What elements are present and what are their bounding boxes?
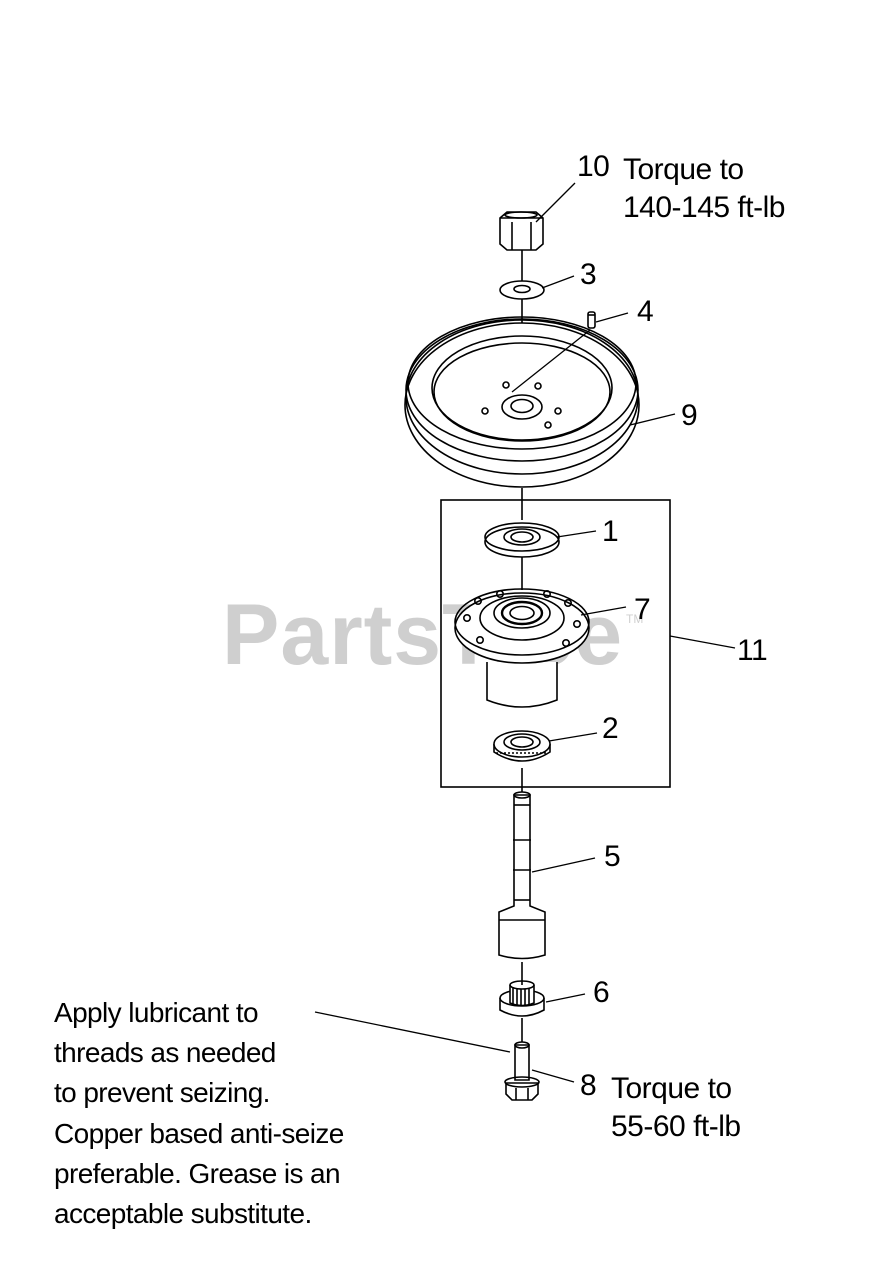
lubricant-note-line: acceptable substitute. [54, 1198, 312, 1229]
housing-part-7 [454, 588, 590, 708]
leader-lines [314, 182, 736, 1083]
spindle-shaft-part-5 [498, 791, 546, 960]
callout-7: 7 [634, 593, 651, 626]
torque-note-item-10: Torque to 140-145 ft-lb [623, 151, 785, 226]
torque-note-line: 55-60 ft-lb [611, 1109, 741, 1143]
callout-6: 6 [593, 976, 610, 1009]
assembly-box-part-11 [440, 499, 671, 788]
torque-note-line: Torque to [623, 153, 744, 186]
torque-note-line: 140-145 ft-lb [623, 190, 785, 224]
hex-nut-part-10 [499, 211, 544, 251]
pulley-part-9 [404, 316, 640, 488]
callout-2: 2 [602, 712, 619, 745]
callout-3: 3 [580, 258, 597, 291]
lubricant-note-line: Apply lubricant to [54, 997, 259, 1028]
torque-note-line: Torque to [611, 1072, 732, 1105]
callout-11: 11 [737, 634, 768, 667]
bearing-part-1 [484, 522, 560, 558]
callout-4: 4 [637, 295, 654, 328]
callout-5: 5 [604, 840, 621, 873]
lubricant-note-line: Copper based anti-seize [54, 1118, 344, 1149]
bearing-part-2 [493, 730, 551, 762]
lubricant-note-line: threads as needed [54, 1037, 276, 1068]
callout-10: 10 [577, 150, 610, 183]
lubricant-note-line: to prevent seizing. [54, 1077, 270, 1108]
torque-note-item-8: Torque to 55-60 ft-lb [611, 1070, 741, 1145]
callout-9: 9 [681, 399, 698, 432]
bolt-part-8 [504, 1041, 540, 1101]
watermark-trademark: TM [626, 612, 644, 626]
callout-8: 8 [580, 1069, 597, 1102]
callout-1: 1 [602, 515, 619, 548]
lubricant-note-line: preferable. Grease is an [54, 1158, 341, 1189]
washer-part-3 [499, 280, 545, 300]
key-part-4 [587, 311, 596, 329]
splined-hub-part-6 [499, 980, 545, 1017]
